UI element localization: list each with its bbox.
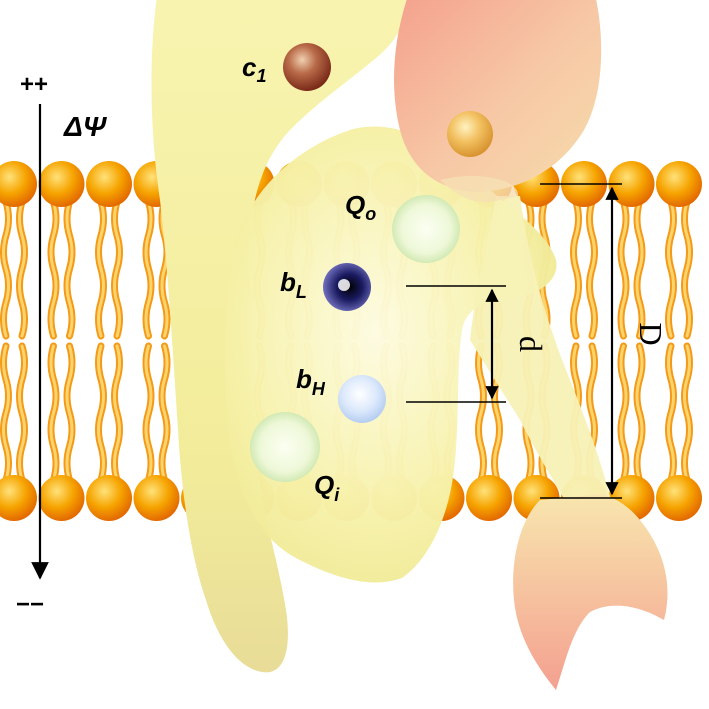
lipid-tail-highlight — [160, 344, 169, 482]
negative-side-label: −− — [16, 591, 44, 618]
lipid-head — [656, 475, 702, 521]
lipid-tail-highlight — [97, 344, 105, 482]
lipid-tail-highlight — [635, 344, 644, 482]
lipid-tail-highlight — [2, 200, 10, 338]
lipid-tail-highlight — [572, 200, 580, 338]
lipid-tail-highlight — [683, 344, 691, 482]
bl-label: bL — [280, 267, 307, 302]
lipid-tail-highlight — [113, 344, 121, 482]
qo-site — [392, 195, 460, 263]
lipid-head — [86, 475, 132, 521]
lipid-head — [608, 161, 655, 207]
qi-site — [250, 412, 320, 482]
lipid-tail-highlight — [97, 200, 105, 338]
d-label: d — [513, 336, 549, 352]
fes-cluster — [447, 111, 493, 157]
lipid-tail-highlight — [619, 344, 628, 482]
lipid-head — [656, 161, 702, 207]
lipid-tail-highlight — [2, 344, 10, 482]
lipid-tail-highlight — [635, 200, 644, 338]
rieske-neck — [440, 175, 519, 203]
rieske-stalk — [470, 196, 614, 512]
lipid-tail-highlight — [49, 344, 58, 482]
lipid-tail-highlight — [113, 200, 121, 338]
lipid-tail-highlight — [588, 200, 596, 338]
bh-label: bH — [296, 364, 326, 399]
lipid-tail-highlight — [667, 344, 675, 482]
lipid-tail-highlight — [144, 344, 153, 482]
positive-side-label: ++ — [20, 71, 48, 98]
lipid-tail-highlight — [65, 200, 74, 338]
rieske-tail — [513, 494, 668, 690]
lipid-head — [38, 475, 85, 521]
lipid-tail-highlight — [619, 200, 628, 338]
c1-heme — [283, 43, 331, 91]
lipid-head — [0, 161, 37, 207]
lipid-head — [133, 475, 180, 521]
lipid-head — [86, 161, 132, 207]
c1-label: c1 — [242, 52, 266, 86]
lipid-tail-highlight — [49, 200, 58, 338]
delta-psi-label: ΔΨ — [63, 111, 108, 142]
bh-heme — [338, 375, 386, 423]
rieske-head — [394, 0, 602, 192]
lipid-tail-highlight — [144, 200, 153, 338]
lipid-head — [466, 475, 512, 521]
lipid-head — [38, 161, 85, 207]
lipid-tail-highlight — [477, 344, 485, 482]
qo-label: Qo — [345, 190, 376, 224]
lipid-head — [0, 475, 37, 521]
cytochrome-c1-subunit — [151, 0, 409, 673]
lipid-tail-highlight — [667, 200, 675, 338]
lipid-tail-highlight — [683, 200, 691, 338]
lipid-tail-highlight — [160, 200, 169, 338]
qi-label: Qi — [314, 470, 340, 505]
lipid-tail-highlight — [18, 344, 26, 482]
D-label: D — [633, 322, 669, 345]
lipid-tail-highlight — [18, 200, 26, 338]
lipid-tail-highlight — [65, 344, 74, 482]
bl-heme-highlight — [338, 279, 350, 291]
